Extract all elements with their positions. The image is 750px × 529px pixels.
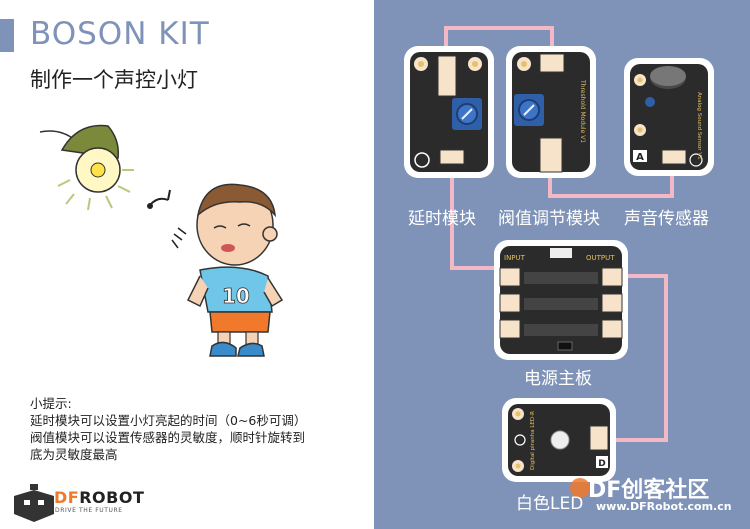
power-input-label: INPUT [504,254,526,262]
tips-box: 小提示: 延时模块可以设置小灯亮起的时间（0~6秒可调） 阀值模块可以设置传感器… [30,395,360,463]
boy-illustration: 10 [186,183,284,357]
dfrobot-logo: DFROBOT DRIVE THE FUTURE [12,485,162,517]
tips-line-2: 阀值模块可以设置传感器的灵敏度，顺时针旋转到 [30,430,306,445]
logo-name: DFROBOT [54,488,144,507]
power-board-label: 电源主板 [524,369,592,389]
dfrobot-logo-icon [14,484,54,522]
sound-pcb-text: Analog Sound Sensor V1 [696,92,702,160]
shirt-number: 10 [222,284,250,308]
threshold-module-label: 阀值调节模块 [498,209,600,229]
sound-sensor-label: 声音传感器 [624,209,709,229]
tips-line-3: 底为灵敏度最高 [30,447,118,462]
power-board: INPUT OUTPUT [494,240,628,360]
threshold-pcb-text: Threshold Module V1 [579,79,586,143]
threshold-module: Threshold Module V1 [506,46,596,178]
tips-line-1: 延时模块可以设置小灯亮起的时间（0~6秒可调） [30,413,307,428]
led-pcb-text: Digital piranha LED-R [530,411,536,470]
watermark-brand: DF创客社区 [588,478,710,503]
lamp-illustration [39,124,134,211]
logo-slogan: DRIVE THE FUTURE [55,507,123,514]
delay-module [404,46,494,178]
page-subtitle: 制作一个声控小灯 [30,68,198,92]
tips-heading: 小提示: [30,396,72,411]
page-title: BOSON KIT [30,16,210,52]
led-module: D Digital piranha LED-R [502,398,616,482]
sound-sensor-module: A Analog Sound Sensor V1 [624,58,714,176]
watermark-url: www.DFRobot.com.cn [596,500,732,513]
wires [444,26,674,442]
delay-module-label: 延时模块 [408,209,476,229]
sound-port-label: A [636,152,644,163]
music-note-icon [147,189,187,249]
power-output-label: OUTPUT [586,254,615,262]
logo-name-df: DF [54,488,80,507]
watermark-logo-icon [570,478,590,498]
left-panel [0,0,374,529]
title-accent-bar [0,19,14,52]
led-port-label: D [598,459,605,469]
logo-name-rest: ROBOT [79,488,145,507]
led-module-label: 白色LED [516,494,584,514]
